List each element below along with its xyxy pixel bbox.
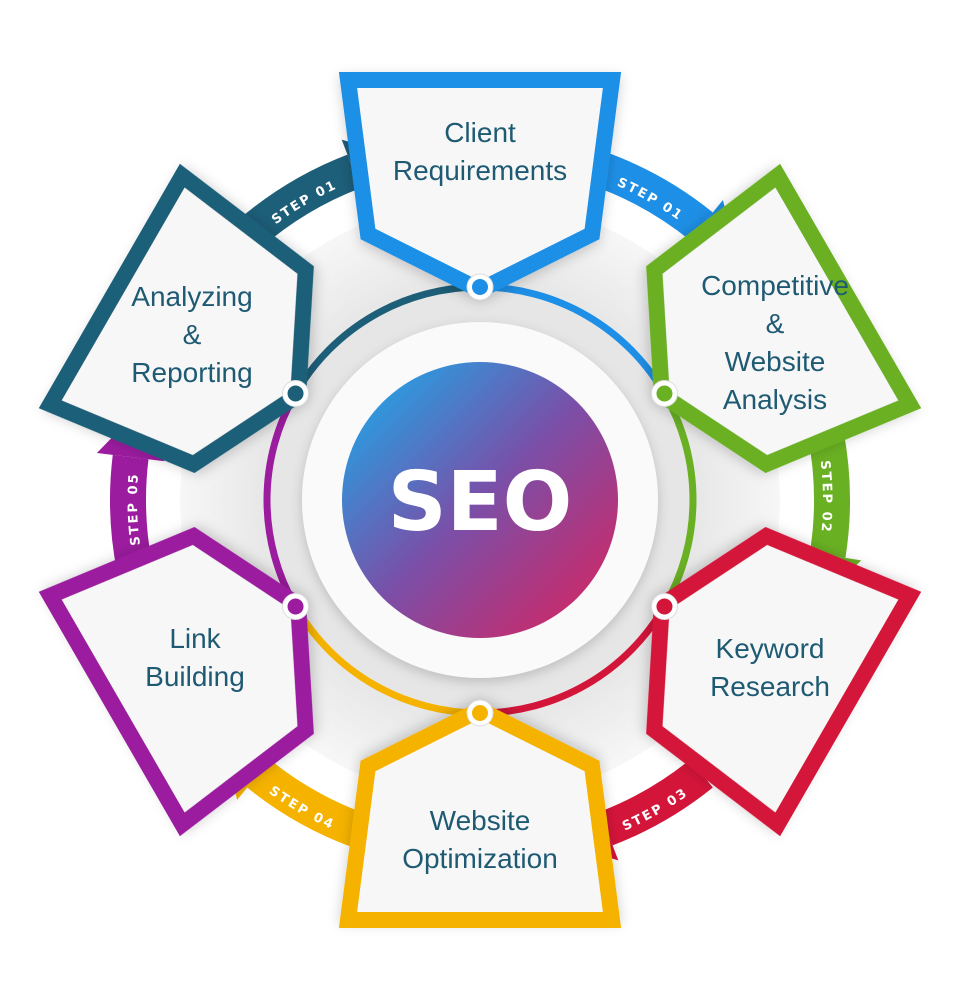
step-title-line: & — [766, 308, 785, 339]
svg-text:STEP 05: STEP 05 — [125, 472, 143, 547]
seo-circle — [342, 362, 618, 638]
step-title-line: Client — [444, 117, 516, 148]
ring-segment — [292, 283, 481, 396]
connector-dot — [650, 380, 678, 407]
step-box-competitive-website-analysis — [646, 163, 922, 474]
step-title-line: Analyzing — [131, 281, 252, 312]
step-title-line: & — [183, 319, 202, 350]
ring-segment — [661, 391, 697, 609]
step-title-analyzing-reporting: Analyzing & Reporting — [131, 281, 252, 388]
step-box-client-requirements — [338, 72, 622, 299]
svg-text:STEP 02: STEP 02 — [817, 460, 834, 535]
step-box-analyzing-reporting — [38, 163, 314, 474]
ring-segment — [292, 604, 481, 717]
step-box-website-optimization — [338, 701, 622, 928]
connector-dot — [466, 273, 494, 301]
connector-dot — [466, 699, 494, 727]
step-title-line: Requirements — [393, 155, 567, 186]
ring-segment — [263, 391, 299, 609]
step-label: STEP 02 — [817, 460, 832, 535]
step-title-line: Website — [725, 346, 826, 377]
ring-segment — [479, 604, 668, 717]
step-title-line: Competitive — [701, 270, 849, 301]
connector-dot — [282, 593, 310, 620]
step-label: STEP 05 — [125, 472, 141, 547]
step-title-line: Link — [169, 623, 221, 654]
step-title-line: Keyword — [716, 633, 825, 664]
seo-label: SEO — [388, 455, 573, 550]
connector-dot — [650, 593, 678, 620]
step-box-link-building — [38, 526, 314, 837]
step-title-line: Research — [710, 671, 830, 702]
step-title-line: Optimization — [402, 843, 558, 874]
step-box-keyword-research — [646, 526, 922, 837]
ring-segment — [479, 283, 668, 396]
step-title-line: Website — [430, 805, 531, 836]
step-title-line: Analysis — [723, 384, 827, 415]
step-title-line: Building — [145, 661, 245, 692]
connector-dot — [282, 380, 310, 407]
step-title-line: Reporting — [131, 357, 252, 388]
